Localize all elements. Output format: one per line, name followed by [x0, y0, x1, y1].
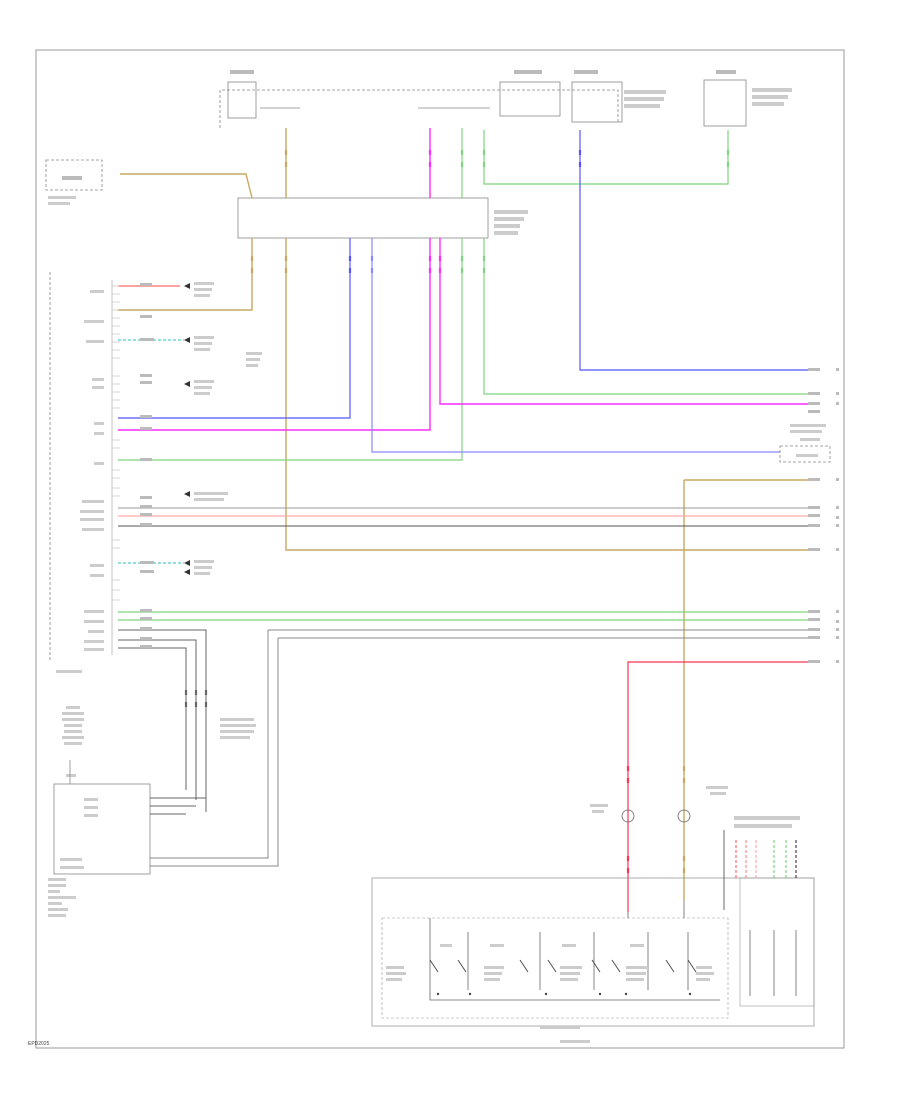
switch-panel-inner	[381, 917, 729, 1019]
red-wires	[118, 285, 820, 912]
switch-contacts	[429, 959, 697, 973]
bcm-wire-labels	[140, 283, 154, 648]
anti-theft-horn-box	[779, 445, 831, 463]
switch-ground-dots	[436, 992, 692, 996]
body-control-module	[49, 272, 113, 660]
switch-panel-wiring	[429, 900, 720, 1001]
switch-labels	[386, 944, 714, 1043]
bulb-labels	[590, 786, 728, 813]
cyan-wires	[118, 339, 184, 564]
right-terminal-labels	[808, 368, 820, 663]
green-wires	[118, 128, 820, 621]
sensor-module-wires	[150, 797, 207, 815]
junction-block	[237, 197, 489, 239]
tan-power-wires	[118, 128, 820, 900]
anti-theft-horn-label	[790, 424, 826, 457]
security-indicator-label	[62, 176, 82, 180]
sensor-module-box	[53, 783, 151, 875]
connector-marks	[184, 150, 730, 873]
connector-bank	[734, 816, 815, 1007]
indicator-bulbs	[621, 809, 691, 823]
reference-arrows	[184, 283, 190, 575]
blue-wires	[118, 130, 820, 453]
gray-wires	[118, 507, 820, 867]
right-terminal-arrows	[836, 368, 839, 663]
sensor-module-labels	[48, 706, 256, 917]
fuse-block-labels	[230, 70, 792, 108]
diagram-frame	[35, 49, 845, 1049]
security-indicator-box	[45, 159, 103, 191]
reference-system-notes	[194, 282, 262, 575]
junction-block-label	[494, 210, 528, 235]
bcm-pin-stubs	[112, 285, 120, 601]
switch-panel	[371, 877, 815, 1027]
footer-code: EPD2025	[28, 1041, 50, 1047]
bcm-pin-labels	[56, 290, 104, 673]
top-fuse-block	[219, 79, 747, 128]
